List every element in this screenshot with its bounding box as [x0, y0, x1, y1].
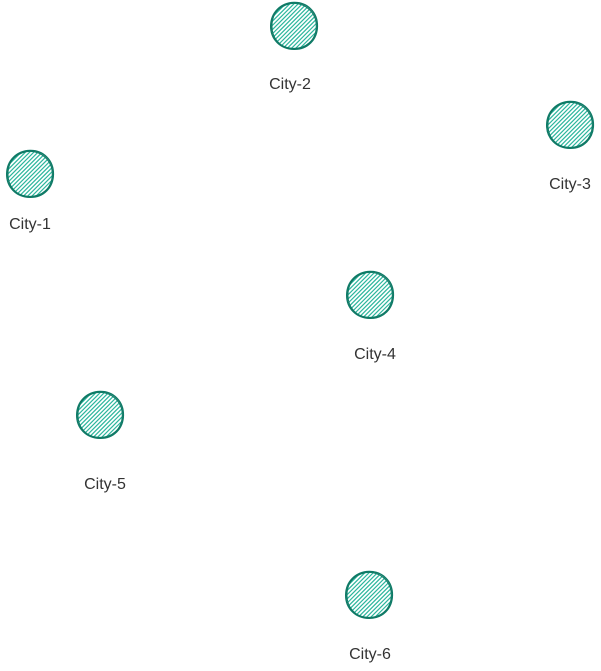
node-label: City-1: [9, 216, 51, 233]
node-label: City-4: [354, 346, 396, 363]
hatched-circle-icon: [344, 269, 396, 321]
node-label: City-3: [549, 176, 591, 193]
hatched-circle-graphic: [269, 1, 319, 51]
hatched-circle-graphic: [345, 270, 395, 320]
hatched-circle-icon: [4, 148, 56, 200]
node-label: City-2: [269, 76, 311, 93]
hatched-circle-graphic: [545, 100, 595, 150]
hatched-circle-graphic: [5, 149, 55, 199]
hatched-circle-icon: [343, 569, 395, 621]
hatched-circle-graphic: [75, 390, 125, 440]
node-label: City-5: [84, 476, 126, 493]
hatched-circle-graphic: [344, 570, 394, 620]
hatched-circle-icon: [268, 0, 320, 52]
hatched-circle-icon: [74, 389, 126, 441]
hatched-circle-icon: [544, 99, 596, 151]
node-label: City-6: [349, 646, 391, 663]
